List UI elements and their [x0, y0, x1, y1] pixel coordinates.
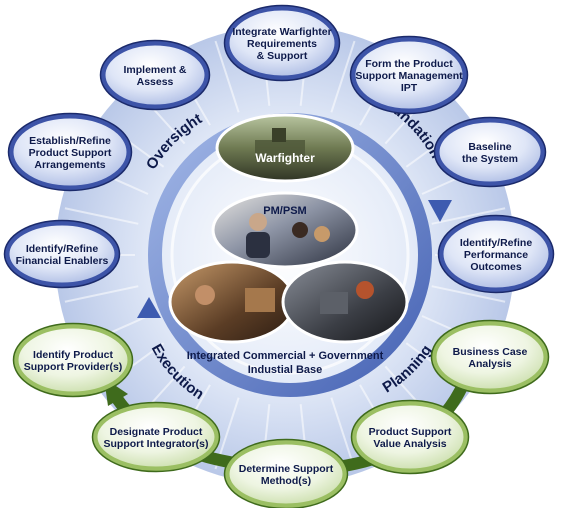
green-node-outline: [12, 322, 134, 398]
blue-node-label-line: Arrangements: [34, 159, 105, 171]
green-node-label-line: Identify Product: [33, 349, 113, 361]
blue-node-label-line: Outcomes: [470, 261, 522, 273]
background-ray: [330, 40, 356, 113]
green-node-ellipse: [431, 320, 549, 394]
blue-node-ellipse: [8, 113, 132, 191]
warfighter-panel: Warfighter: [215, 113, 355, 183]
green-node-label-line: Product Support: [369, 426, 452, 438]
blue-node-label-line: Establish/Refine: [29, 135, 111, 147]
execution-arrowhead: [137, 297, 161, 318]
background-ray: [431, 285, 506, 303]
blue-node-outline: [437, 214, 555, 294]
blue-node-label-line: the System: [462, 153, 518, 165]
blue-node-label-line: Performance: [464, 249, 528, 261]
green-node-outline: [430, 319, 550, 395]
green-node-outline: [350, 399, 470, 475]
blue-node-label-line: Financial Enablers: [16, 255, 109, 267]
blue-node-label-line: IPT: [401, 82, 418, 94]
blue-node-label-line: Identify/Refine: [26, 243, 99, 255]
green-node-ellipse: [13, 323, 133, 397]
background-ray: [64, 207, 139, 225]
pm-psm-panel: PM/PSM: [211, 191, 359, 269]
blue-node-outline: [99, 39, 211, 111]
green-node-ellipse: [351, 400, 469, 474]
blue-node-ellipse: [438, 215, 554, 293]
blue-node-label-line: Product Support: [29, 147, 112, 159]
green-node-ellipse: [224, 439, 348, 508]
green-node-label-line: Designate Product: [110, 426, 203, 438]
green-node-label-line: Support Provider(s): [24, 361, 123, 373]
blue-node-outline: [223, 4, 341, 82]
blue-node-4: Implement &Assess: [99, 39, 211, 111]
green-node-label-line: Determine Support: [239, 463, 334, 475]
blue-node-label-line: Form the Product: [365, 58, 453, 70]
foundation-arrowhead: [428, 200, 452, 222]
green-node-label-line: Method(s): [261, 475, 311, 487]
blue-node-label-line: Requirements: [247, 38, 317, 50]
blue-node-label-line: Integrate Warfighter: [232, 26, 331, 38]
background-ray: [330, 397, 356, 470]
green-node-ellipse: [92, 402, 220, 472]
green-node-label-line: Support Integrator(s): [104, 438, 209, 450]
background-ray: [64, 285, 139, 303]
blue-node-label-line: & Support: [257, 50, 308, 62]
blue-node-ellipse: [224, 5, 340, 81]
green-node-label-line: Value Analysis: [373, 438, 446, 450]
blue-node-outline: [7, 112, 133, 192]
blue-node-outline: [349, 35, 469, 115]
blue-node-label-line: Identify/Refine: [460, 237, 533, 249]
blue-node-ellipse: [434, 117, 546, 187]
background-ray: [214, 40, 240, 113]
pm-psm-label: PM/PSM: [263, 205, 306, 217]
green-node-label-line: Analysis: [468, 358, 511, 370]
blue-node-ellipse: [100, 40, 210, 110]
green-node-outline: [223, 438, 349, 508]
blue-node-label-line: Support Management: [355, 70, 463, 82]
green-node-outline: [91, 401, 221, 473]
blue-node-label-line: Assess: [137, 76, 174, 88]
industrial-base-panel: Integrated Commercial + Government Indus…: [168, 260, 409, 376]
blue-node-label-line: Implement &: [123, 64, 186, 76]
warfighter-label: Warfighter: [255, 151, 315, 165]
blue-node-outline: [3, 219, 121, 289]
green-node-label-line: Business Case: [453, 346, 528, 358]
background-ray: [431, 207, 506, 225]
industrial-base-line1: Integrated Commercial + Government: [187, 350, 384, 362]
industrial-base-line2: Industial Base: [248, 364, 323, 376]
blue-node-ellipse: [4, 220, 120, 288]
blue-node-label-line: Baseline: [468, 141, 511, 153]
blue-node-ellipse: [350, 36, 468, 114]
blue-node-outline: [433, 116, 547, 188]
